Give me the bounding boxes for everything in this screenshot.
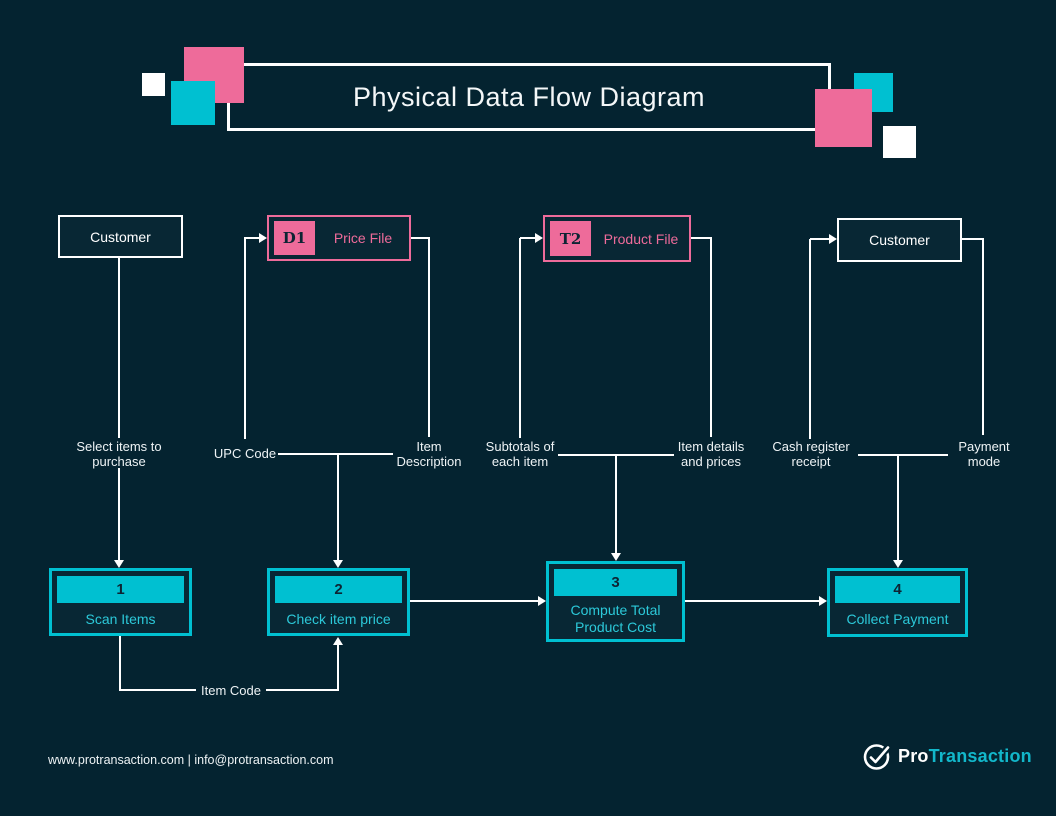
flow-label-item-details: Item details and prices [677, 439, 745, 470]
deco-square-pink-right [815, 89, 872, 147]
logo-accent: Transaction [928, 746, 1032, 766]
flow-line [428, 237, 430, 437]
process-3-number: 3 [554, 569, 677, 596]
process-1-number: 1 [57, 576, 184, 603]
deco-square-white-right [883, 126, 916, 158]
brand-logo-text: ProTransaction [898, 746, 1032, 767]
arrowhead-into-price-file [259, 233, 267, 243]
flow-line [118, 468, 120, 562]
flow-line [119, 689, 196, 691]
flow-label-payment-mode: Payment mode [958, 439, 1010, 470]
flow-line [337, 453, 339, 560]
flow-line [897, 454, 899, 561]
process-1-scan-items: 1 Scan Items [49, 568, 192, 636]
flow-line [809, 239, 811, 439]
flow-line [118, 258, 120, 438]
flow-line [691, 237, 712, 239]
flow-label-item-description: Item Description [396, 439, 462, 470]
process-4-label: Collect Payment [846, 611, 949, 628]
flow-line [960, 238, 983, 240]
flow-line [615, 454, 617, 554]
entity-customer-left-label: Customer [90, 228, 151, 245]
arrowhead-into-process-4 [819, 596, 827, 606]
arrowhead-into-process-1 [114, 560, 124, 568]
datastore-price-file-badge: D1 [274, 221, 315, 255]
arrowhead-into-process-2-bottom [333, 637, 343, 645]
flow-line [119, 636, 121, 691]
process-1-label: Scan Items [85, 610, 156, 627]
process-2-number: 2 [275, 576, 402, 603]
datastore-product-file: T2 Product File [543, 215, 691, 262]
flow-label-cash-register: Cash register receipt [772, 439, 850, 470]
flow-line [266, 689, 339, 691]
process-3-compute-total: 3 Compute Total Product Cost [546, 561, 685, 642]
footer-contact: www.protransaction.com | info@protransac… [48, 753, 334, 767]
flow-line [710, 237, 712, 437]
process-4-number: 4 [835, 576, 960, 603]
flow-line [410, 600, 540, 602]
flow-line [685, 600, 820, 602]
flow-line [244, 237, 246, 439]
flow-line [278, 453, 393, 455]
datastore-product-file-badge: T2 [550, 221, 591, 256]
flow-line [520, 237, 536, 239]
datastore-product-file-label: Product File [603, 230, 679, 247]
arrowhead-into-process-2 [333, 560, 343, 568]
flow-line [411, 237, 430, 239]
logo-pro: Pro [898, 746, 929, 766]
flow-line [810, 238, 830, 240]
process-2-check-item-price: 2 Check item price [267, 568, 410, 636]
entity-customer-left: Customer [58, 215, 183, 258]
brand-logo: ProTransaction [862, 742, 1032, 771]
flow-line [245, 237, 260, 239]
flow-line [858, 454, 948, 456]
flow-label-upc-code: UPC Code [213, 446, 277, 461]
process-2-label: Check item price [286, 610, 391, 627]
title-banner: Physical Data Flow Diagram [227, 63, 831, 131]
datastore-price-file: D1 Price File [267, 215, 411, 261]
page-title: Physical Data Flow Diagram [352, 81, 706, 112]
check-circle-icon [863, 744, 891, 770]
flow-label-select-items: Select items to purchase [76, 439, 162, 470]
flow-line [982, 238, 984, 435]
flow-line [519, 238, 521, 438]
datastore-price-file-label: Price File [333, 230, 393, 246]
flow-line [337, 645, 339, 691]
arrowhead-into-process-4-top [893, 560, 903, 568]
arrowhead-into-process-3-top [611, 553, 621, 561]
deco-square-cyan-left [171, 81, 215, 125]
process-4-collect-payment: 4 Collect Payment [827, 568, 968, 637]
entity-customer-right: Customer [837, 218, 962, 262]
process-3-label: Compute Total Product Cost [570, 602, 661, 635]
flow-label-subtotals: Subtotals of each item [485, 439, 555, 470]
arrowhead-into-product-file [535, 233, 543, 243]
entity-customer-right-label: Customer [869, 232, 930, 248]
deco-square-white-left [142, 73, 165, 96]
arrowhead-into-process-3 [538, 596, 546, 606]
arrowhead-into-customer-right [829, 234, 837, 244]
flow-label-item-code: Item Code [201, 683, 261, 698]
